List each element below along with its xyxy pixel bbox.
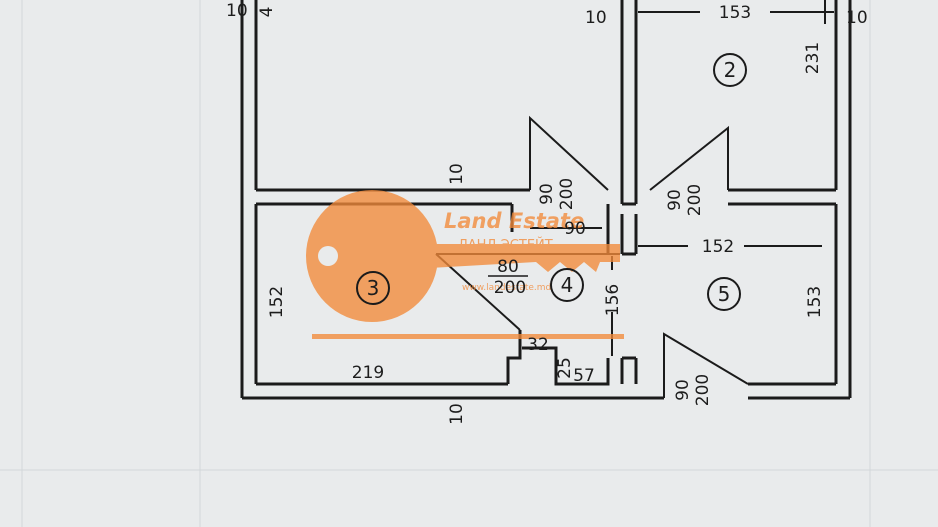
dim-step-32: 32 (527, 335, 549, 355)
room-4-label: 4 (561, 273, 574, 297)
dim-top-left-partial: 4 (257, 7, 277, 18)
dim-door-room5-width: 90 (673, 379, 693, 401)
dim-bottom-wall: 10 (447, 403, 467, 425)
watermark-url: www.landestate.md (462, 283, 551, 293)
wall-notch-a (506, 330, 522, 384)
walls (240, 0, 852, 400)
watermark-brand: Land Estate (444, 209, 584, 233)
room-5-label: 5 (718, 282, 731, 306)
dim-door-room5-height: 200 (693, 374, 713, 406)
wall-notch-b (522, 346, 610, 386)
dim-door-room2-width: 90 (665, 189, 685, 211)
room-2-label: 2 (724, 58, 737, 82)
dim-door-room3-width: 90 (537, 183, 557, 205)
dim-hall-width: 90 (564, 219, 586, 239)
watermark-underline (312, 334, 624, 339)
dim-top-right-wall: 10 (846, 8, 868, 28)
dimension-labels: 10 4 10 153 10 231 10 90 200 90 200 90 1… (226, 1, 868, 425)
dim-room4-height: 156 (603, 284, 623, 316)
watermark-sub: ЛАНД ЭСТЕЙТ (458, 237, 553, 253)
dim-room2-height: 231 (803, 42, 823, 74)
dimension-lines (530, 0, 834, 356)
door-swing-room2 (649, 125, 729, 191)
dim-door-room2-height: 200 (685, 184, 705, 216)
dim-upper-divider: 10 (447, 163, 467, 185)
door-swing-room5 (663, 332, 749, 398)
dim-room5-width: 152 (702, 237, 734, 257)
door-swing-room3 (529, 115, 609, 191)
dim-room3-width: 219 (352, 363, 384, 383)
dim-top-mid-wall: 10 (585, 8, 607, 28)
watermark-key-blade (430, 244, 620, 272)
dim-room2-width: 153 (719, 3, 751, 23)
dim-step-57: 57 (573, 366, 595, 386)
dim-door-room4-width: 80 (497, 257, 519, 277)
dim-top-left-wall: 10 (226, 1, 248, 21)
dim-door-room4-height: 200 (494, 278, 526, 298)
dim-room5-height: 153 (805, 286, 825, 318)
dim-room3-height: 152 (267, 286, 287, 318)
dim-door-room3-height: 200 (557, 178, 577, 210)
room-3-label: 3 (367, 276, 380, 300)
dim-step-25: 25 (555, 357, 575, 379)
watermark: Land Estate ЛАНД ЭСТЕЙТ www.landestate.m… (306, 190, 624, 339)
watermark-key-head (306, 190, 438, 322)
room-labels: 2 3 4 5 (356, 53, 747, 311)
